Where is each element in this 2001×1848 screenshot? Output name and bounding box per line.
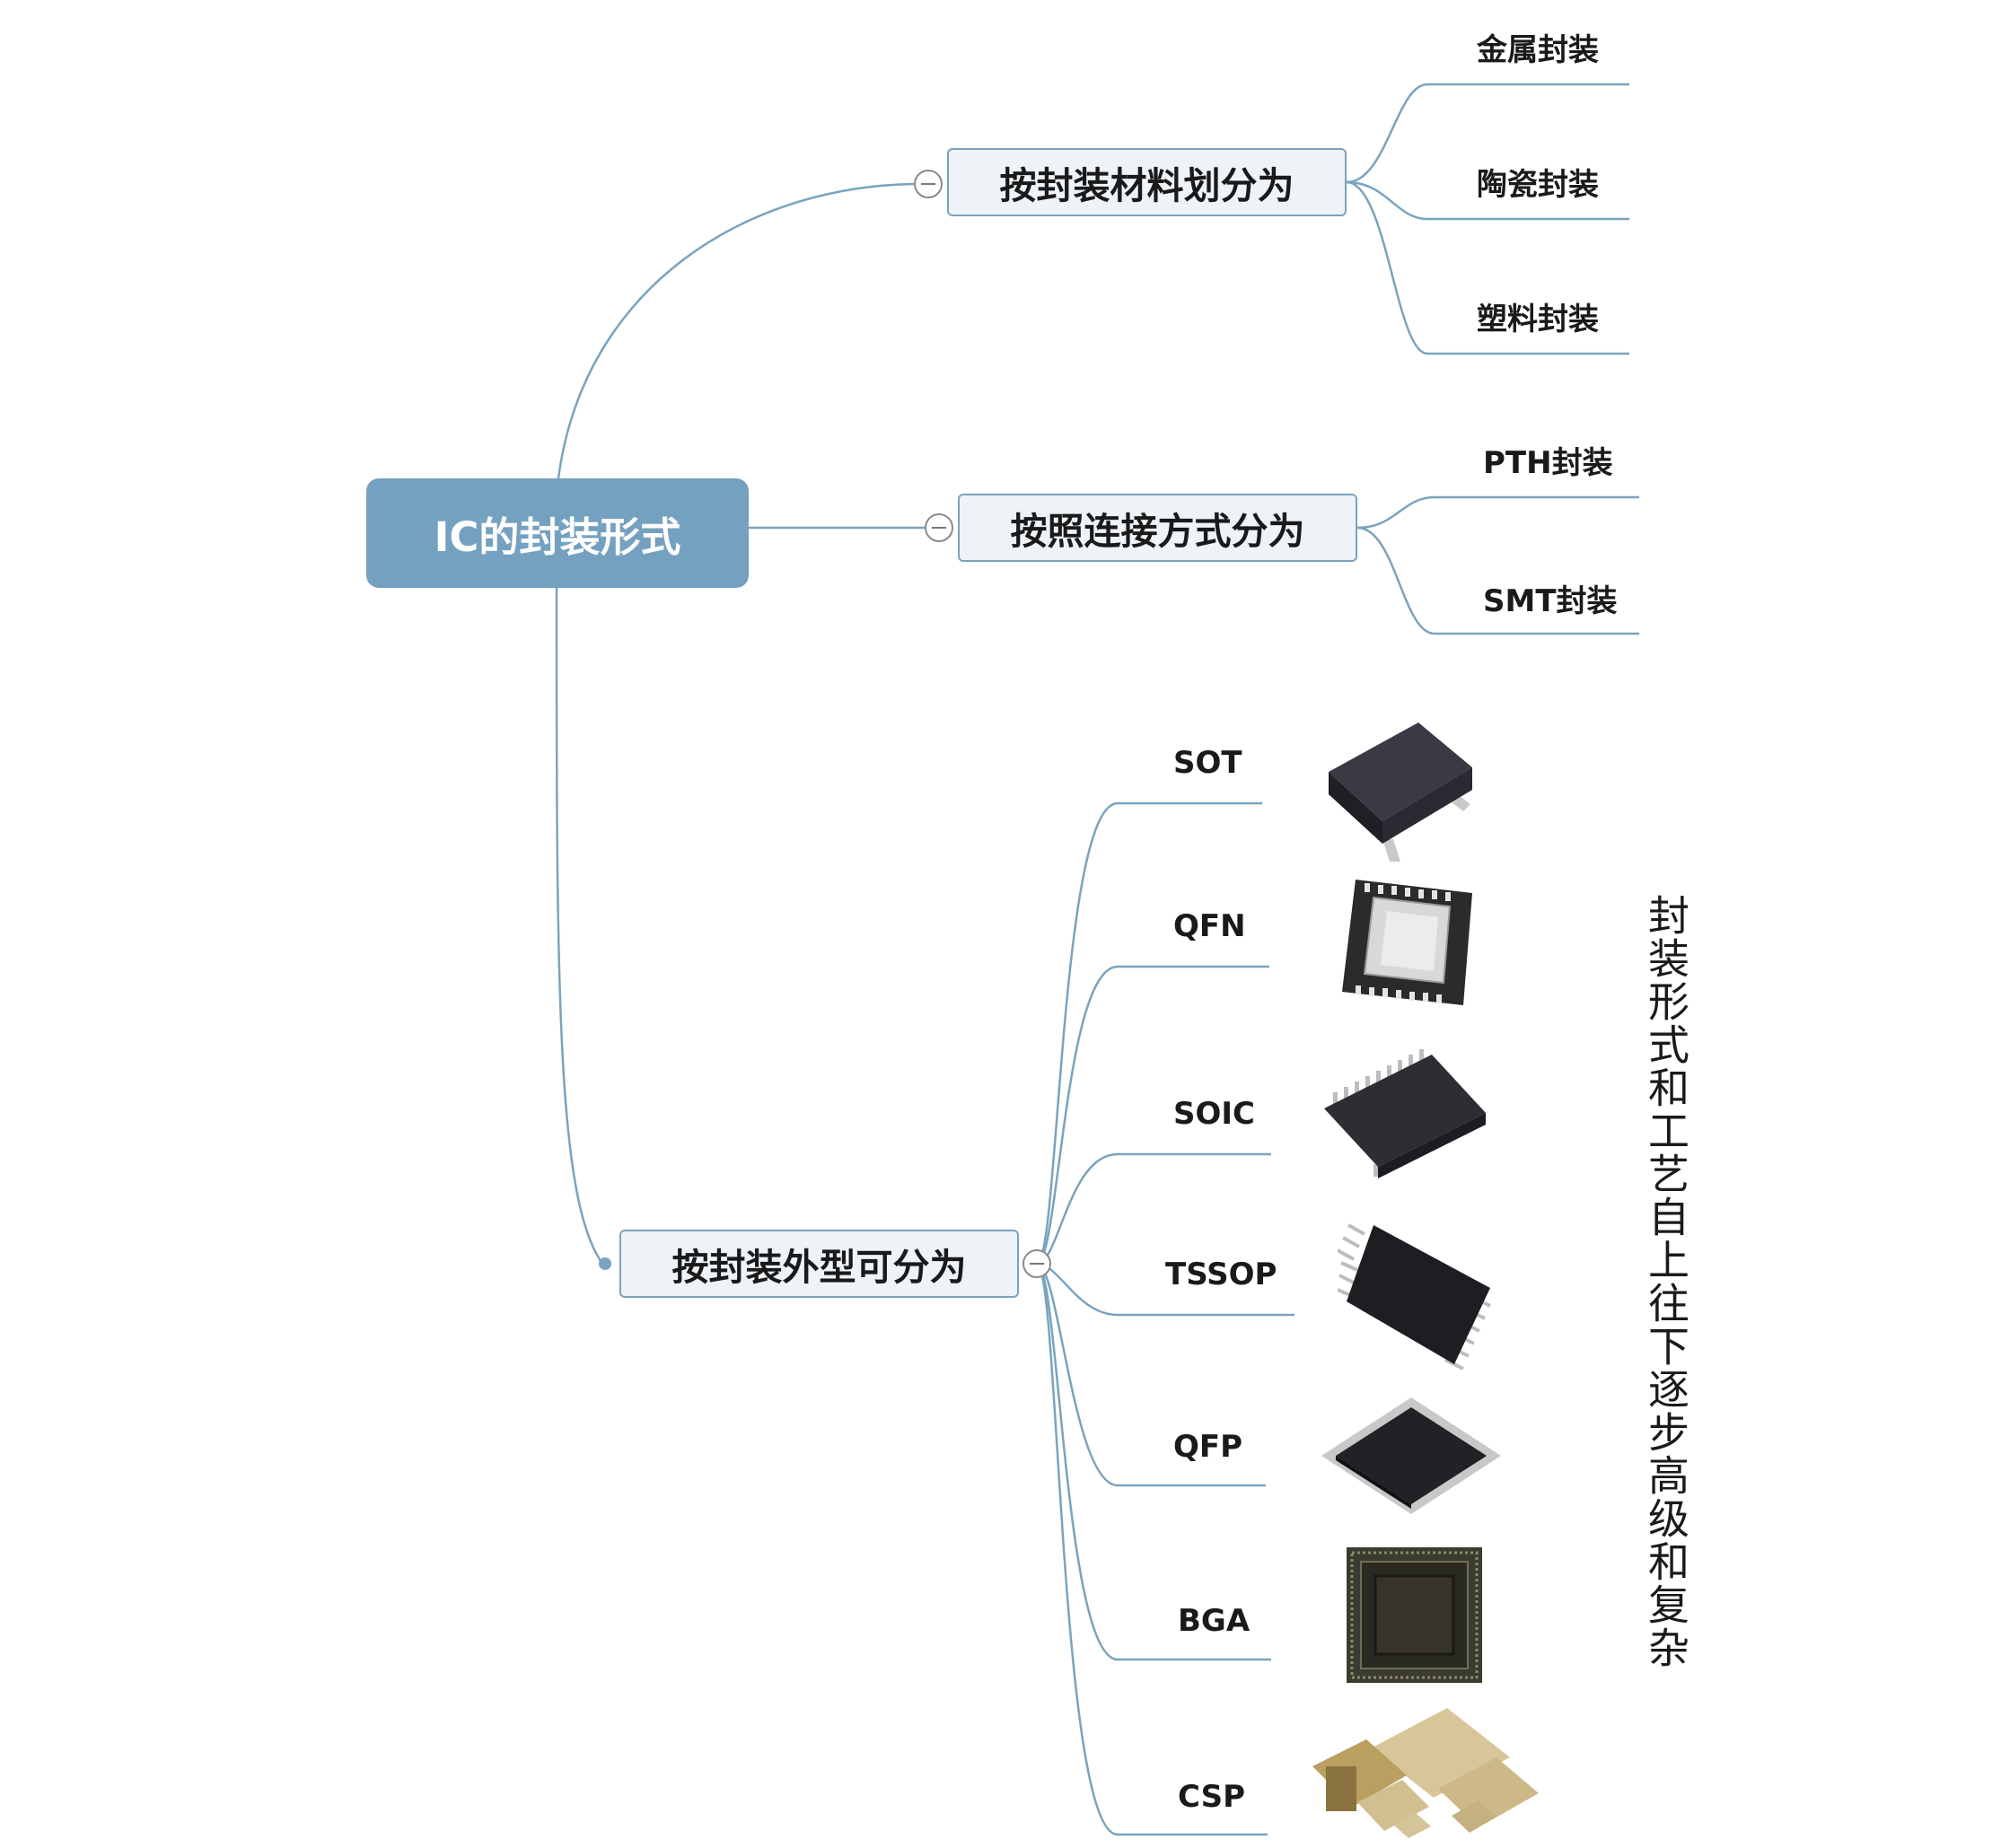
- qfp-chip-image: [1321, 1397, 1501, 1514]
- connection-dot: [599, 1257, 611, 1270]
- csp-chip-image: [1312, 1708, 1539, 1838]
- leaf-qfp[interactable]: QFP: [1173, 1429, 1243, 1465]
- collapse-branch-shape-icon[interactable]: [1022, 1249, 1051, 1278]
- leaf-pth[interactable]: PTH封装: [1483, 445, 1613, 481]
- collapse-branch-connection-icon[interactable]: [925, 513, 953, 542]
- bga-chip-image: [1347, 1547, 1482, 1683]
- leaf-metal[interactable]: 金属封装: [1477, 32, 1599, 68]
- leaf-bga[interactable]: BGA: [1178, 1603, 1251, 1639]
- sot-chip-image: [1329, 723, 1472, 862]
- leaf-csp[interactable]: CSP: [1178, 1779, 1245, 1815]
- leaf-plastic[interactable]: 塑料封装: [1477, 302, 1599, 337]
- branch-shape[interactable]: 按封装外型可分为: [619, 1230, 1019, 1298]
- tssop-chip-image: [1338, 1223, 1491, 1371]
- leaf-soic[interactable]: SOIC: [1173, 1096, 1255, 1132]
- leaf-ceramic[interactable]: 陶瓷封装: [1477, 167, 1599, 203]
- leaf-qfn[interactable]: QFN: [1173, 908, 1246, 944]
- collapse-branch-material-icon[interactable]: [914, 170, 943, 198]
- leaf-smt[interactable]: SMT封装: [1483, 583, 1618, 619]
- side-note: 封装形式和工艺自上往下逐步高级和复杂: [1642, 894, 1690, 1669]
- leaf-sot[interactable]: SOT: [1173, 745, 1242, 781]
- branch-material[interactable]: 按封装材料划分为: [947, 148, 1347, 216]
- root-topic[interactable]: IC的封装形式: [366, 478, 749, 588]
- soic-chip-image: [1324, 1049, 1486, 1178]
- qfn-chip-image: [1342, 880, 1472, 1005]
- branch-connection[interactable]: 按照连接方式分为: [958, 494, 1357, 562]
- leaf-tssop[interactable]: TSSOP: [1165, 1257, 1277, 1292]
